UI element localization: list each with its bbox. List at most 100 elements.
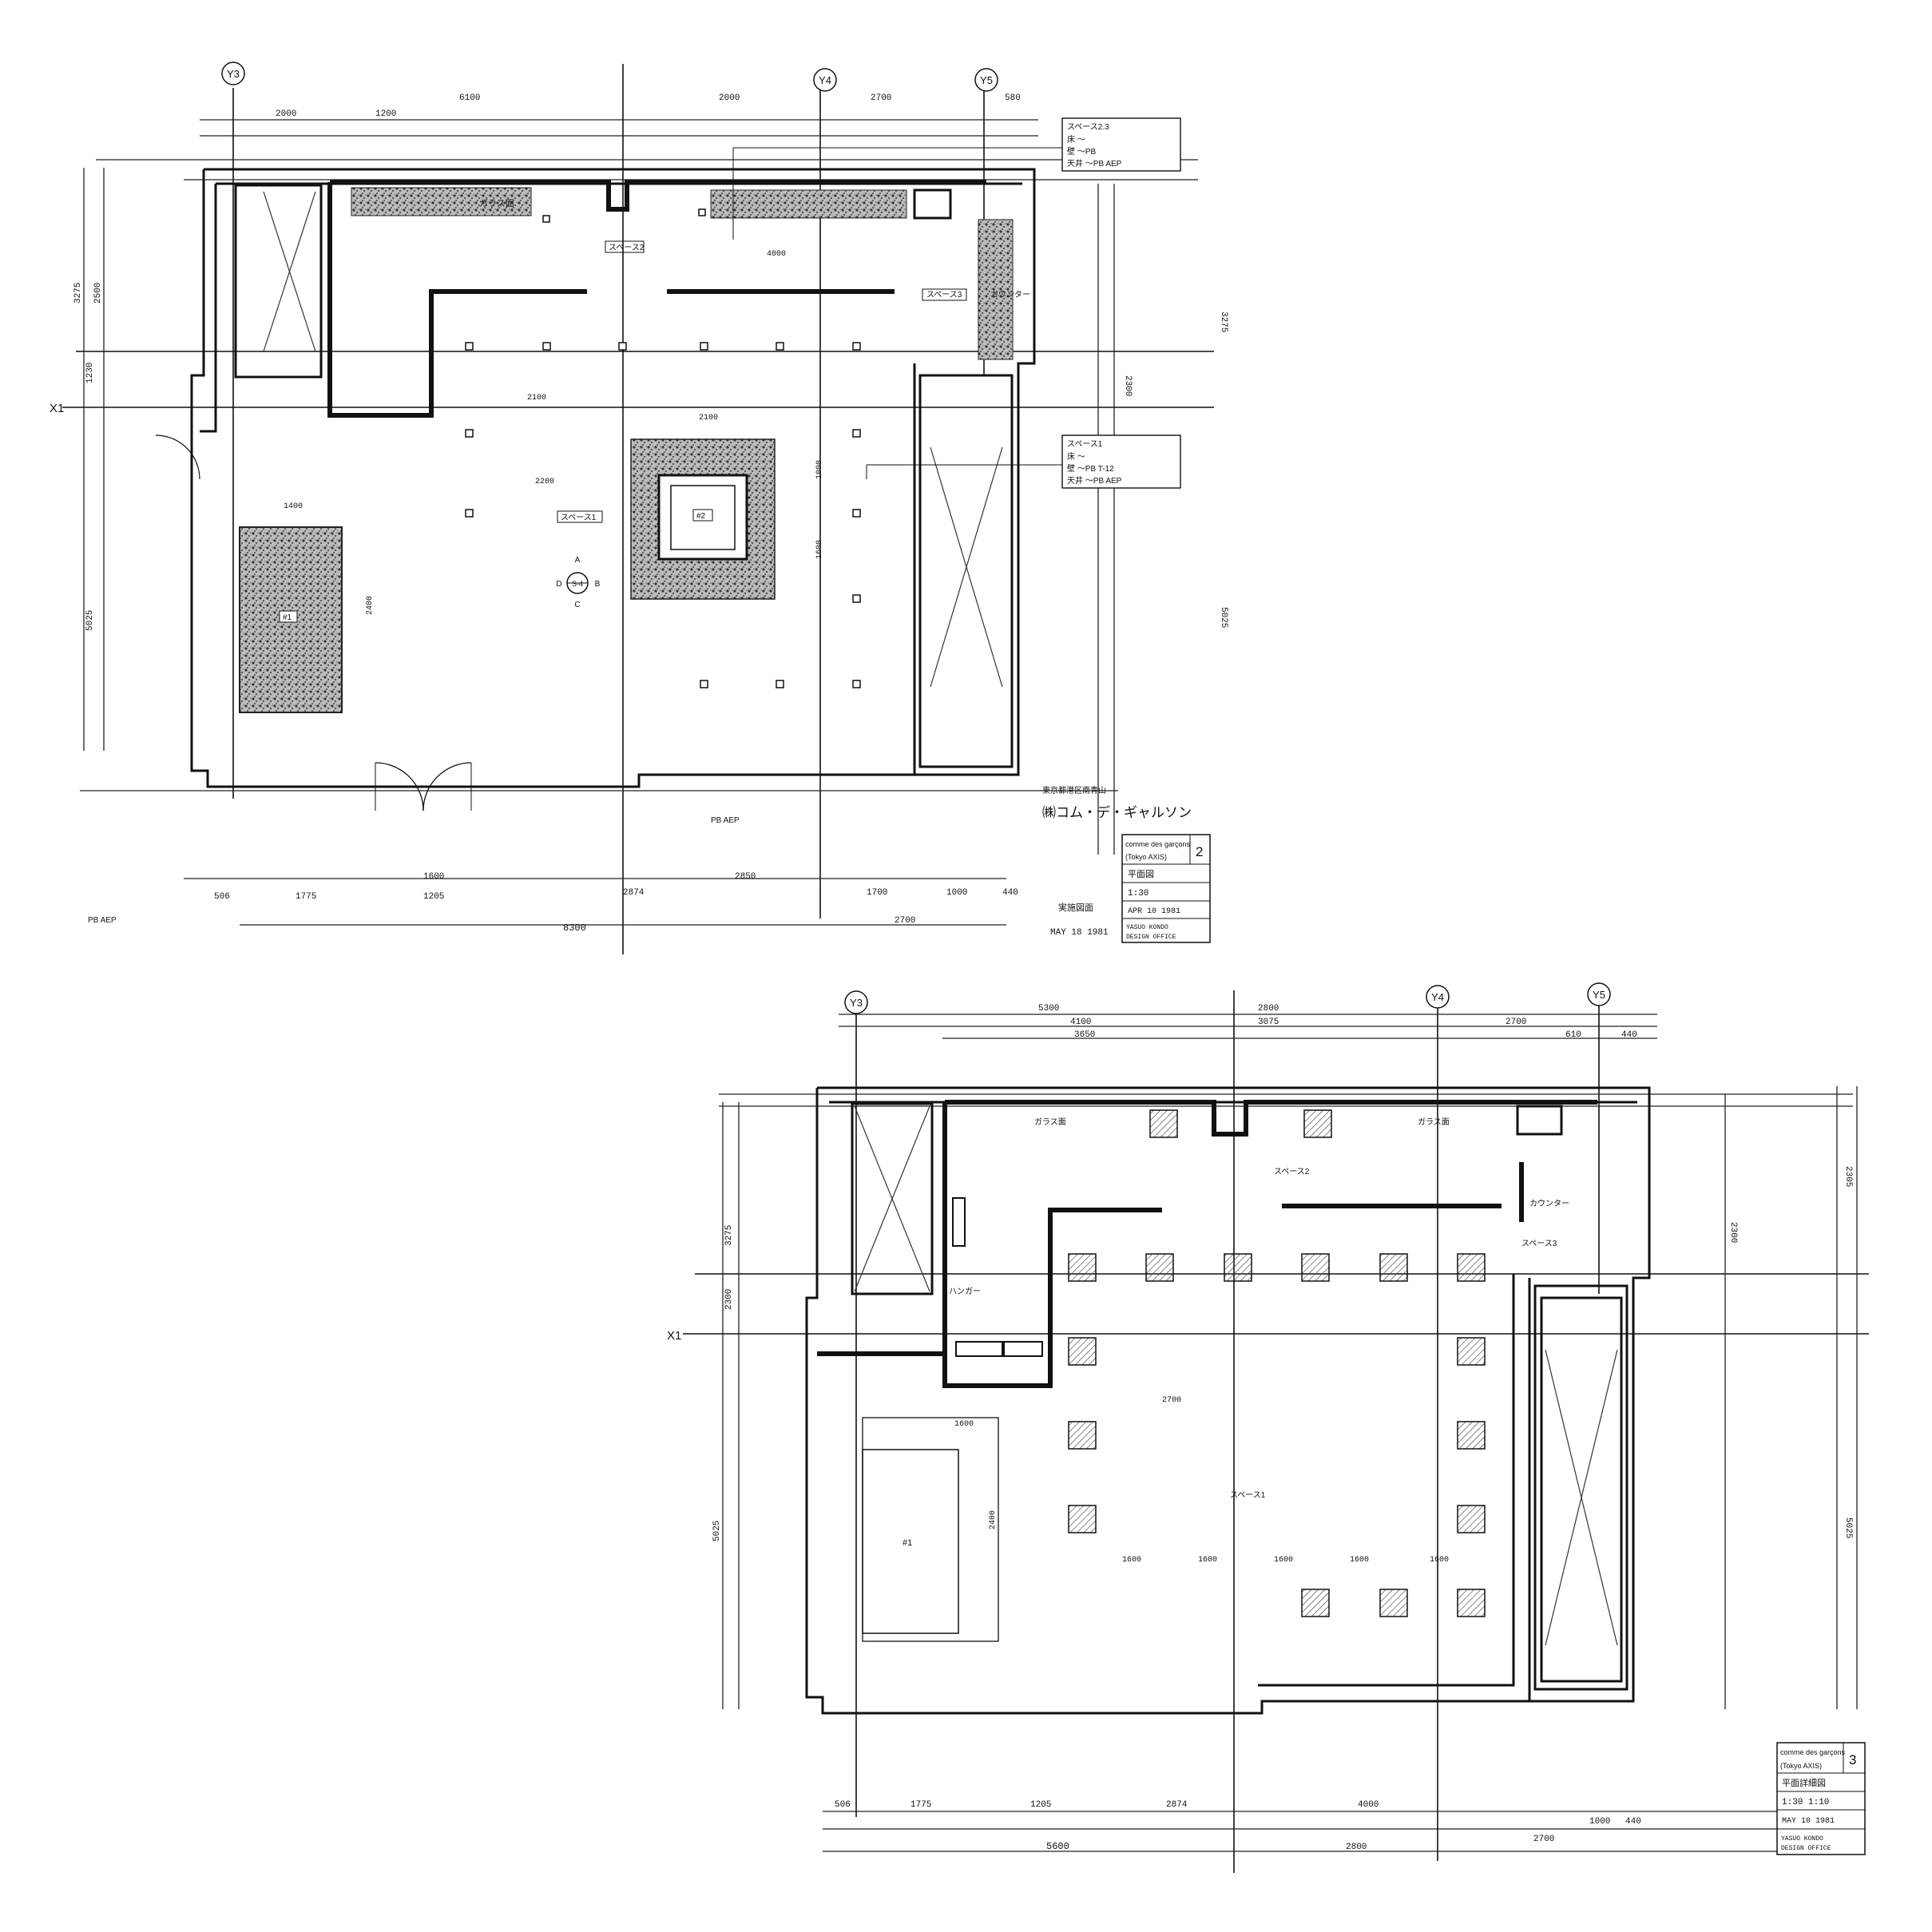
dim-text: 2874 xyxy=(1166,1800,1188,1810)
dim-text: 2700 xyxy=(1506,1018,1526,1027)
table-inner xyxy=(670,485,736,550)
dim-text-total: 8300 xyxy=(563,922,586,934)
dim-text: 1775 xyxy=(296,892,316,902)
svg-text:APR 10 1981: APR 10 1981 xyxy=(1128,907,1180,916)
dim-text: 610 xyxy=(1565,1030,1581,1040)
dim-text: 1700 xyxy=(867,888,887,898)
room-label-counter: カウンター xyxy=(1529,1199,1569,1208)
sofa-zone xyxy=(862,1417,999,1642)
dim-text: 440 xyxy=(1002,888,1018,898)
dim-text: 2700 xyxy=(1533,1835,1554,1844)
svg-text:スペース2.3: スペース2.3 xyxy=(1067,123,1109,132)
dim-text: 1000 xyxy=(946,888,967,898)
note-finish-bottom: PB AEP xyxy=(711,816,740,825)
dim-text: 2850 xyxy=(735,872,756,882)
svg-text:天井 ～PB AEP: 天井 ～PB AEP xyxy=(1067,158,1122,169)
void-cross xyxy=(263,191,316,352)
svg-text:Y4: Y4 xyxy=(819,74,831,86)
svg-text:Y4: Y4 xyxy=(1431,991,1444,1003)
svg-text:Y3: Y3 xyxy=(850,997,863,1009)
room-label-space2: スペース2 xyxy=(609,244,645,252)
grid-bubble-icon: Y3 xyxy=(221,61,245,85)
dim-text: 1600 xyxy=(954,1420,974,1429)
dim-text: 580 xyxy=(1005,93,1021,103)
svg-text:YASUO KONDO: YASUO KONDO xyxy=(1126,924,1168,931)
company-address: 東京都港区南青山 xyxy=(1042,785,1106,795)
svg-text:DESIGN OFFICE: DESIGN OFFICE xyxy=(1126,934,1176,941)
room-label-glass: ガラス面 xyxy=(1034,1117,1066,1127)
grid-bubble-icon: Y4 xyxy=(813,68,837,92)
column-icon xyxy=(465,208,861,688)
glass-display-right xyxy=(710,189,907,219)
dim-text: 2305 xyxy=(1843,1166,1853,1187)
void-right xyxy=(1533,1284,1629,1691)
dim-text: 440 xyxy=(1625,1817,1641,1827)
svg-text:MAY 10 1981: MAY 10 1981 xyxy=(1782,1817,1835,1826)
dim-text: 1000 xyxy=(815,460,824,479)
dim-text: 5300 xyxy=(1038,1004,1059,1014)
svg-text:comme des garçons: comme des garçons xyxy=(1125,840,1191,848)
void-cross xyxy=(1545,1349,1618,1646)
dim-text: 5025 xyxy=(1843,1517,1853,1538)
callout-finish-spec-2: スペース1 床 ～ 壁 ～PB T-12 天井 ～PB AEP xyxy=(866,434,1181,489)
dim-text-total: 5600 xyxy=(1046,1841,1069,1852)
dim-text: 4100 xyxy=(1070,1018,1091,1027)
exterior-wall-lower xyxy=(805,1088,1529,1715)
dim-text: 2300 xyxy=(1123,375,1133,396)
dim-text: 4000 xyxy=(1358,1800,1379,1810)
label-box xyxy=(922,288,967,301)
dim-text: 2000 xyxy=(276,109,296,119)
dim-text: 1600 xyxy=(815,540,824,559)
door-swing-icon xyxy=(155,434,472,811)
furniture-label-sofa: #1 xyxy=(283,613,292,622)
room-label-space3: スペース3 xyxy=(926,291,962,300)
label-box xyxy=(557,510,603,523)
dim-text: 5025 xyxy=(1219,607,1228,628)
stamp-date: MAY 18 1981 xyxy=(1050,928,1109,938)
svg-text:(Tokyo AXIS): (Tokyo AXIS) xyxy=(1780,1762,1822,1770)
label-box xyxy=(605,240,645,253)
sheet-a-plan: Y3 Y4 Y5 X1 2000 1200 6100 2000 2700 580… xyxy=(50,61,1228,954)
company-name: ㈱コム・デ・ギャルソン xyxy=(1042,804,1192,820)
svg-text:1:30 1:10: 1:30 1:10 xyxy=(1782,1798,1829,1807)
dim-text: 2700 xyxy=(895,916,915,926)
grid-label-x1: X1 xyxy=(50,402,64,415)
section-marker-icon: S-4 A D B C xyxy=(556,556,600,609)
dim-text: 3275 xyxy=(1219,311,1228,332)
title-block-sheet-3: comme des garçons (Tokyo AXIS) 3 平面詳細図 1… xyxy=(1776,1742,1866,1855)
callout-finish-spec-1: スペース2.3 床 ～ 壁 ～PB 天井 ～PB AEP xyxy=(732,117,1181,240)
dim-text: 1230 xyxy=(85,363,95,383)
dim-text: 2400 xyxy=(989,1510,998,1529)
void-cross xyxy=(854,1105,930,1292)
svg-text:B: B xyxy=(595,580,601,589)
room-label-space3: スペース3 xyxy=(1521,1240,1557,1248)
hanger-rod xyxy=(955,1341,1005,1357)
partition-wall xyxy=(327,182,587,418)
svg-text:comme des garçons: comme des garçons xyxy=(1780,1748,1846,1756)
svg-text:YASUO KONDO: YASUO KONDO xyxy=(1781,1835,1823,1843)
partition-wall-top xyxy=(330,180,986,212)
svg-text:天井 ～PB AEP: 天井 ～PB AEP xyxy=(1067,475,1122,486)
hanger-rod xyxy=(952,1197,966,1247)
svg-text:1:30: 1:30 xyxy=(1128,889,1148,899)
grid-label-x1: X1 xyxy=(667,1329,681,1343)
svg-text:スペース1: スペース1 xyxy=(1067,440,1103,449)
furniture-label-sofa: #1 xyxy=(903,1538,912,1548)
dim-text: 3075 xyxy=(1258,1018,1279,1027)
void-left xyxy=(234,184,323,379)
svg-text:床 ～: 床 ～ xyxy=(1067,134,1085,145)
title-block-sheet-2: comme des garçons (Tokyo AXIS) 2 平面図 1:3… xyxy=(1121,834,1211,943)
room-label-counter: カウンター xyxy=(990,290,1030,300)
dim-text: 506 xyxy=(214,892,230,902)
label-box xyxy=(692,509,713,522)
dim-text: 6100 xyxy=(459,93,480,103)
dim-text: 2000 xyxy=(719,93,740,103)
glass-display-left xyxy=(351,187,532,216)
svg-text:壁 ～PB: 壁 ～PB xyxy=(1067,146,1096,157)
svg-text:Y3: Y3 xyxy=(227,68,240,80)
dim-text: 1600 xyxy=(423,872,444,882)
void-right xyxy=(918,374,1014,768)
dim-text: 1205 xyxy=(1030,1800,1051,1810)
svg-text:平面詳細図: 平面詳細図 xyxy=(1782,1777,1826,1788)
dim-text: 3650 xyxy=(1074,1030,1095,1040)
